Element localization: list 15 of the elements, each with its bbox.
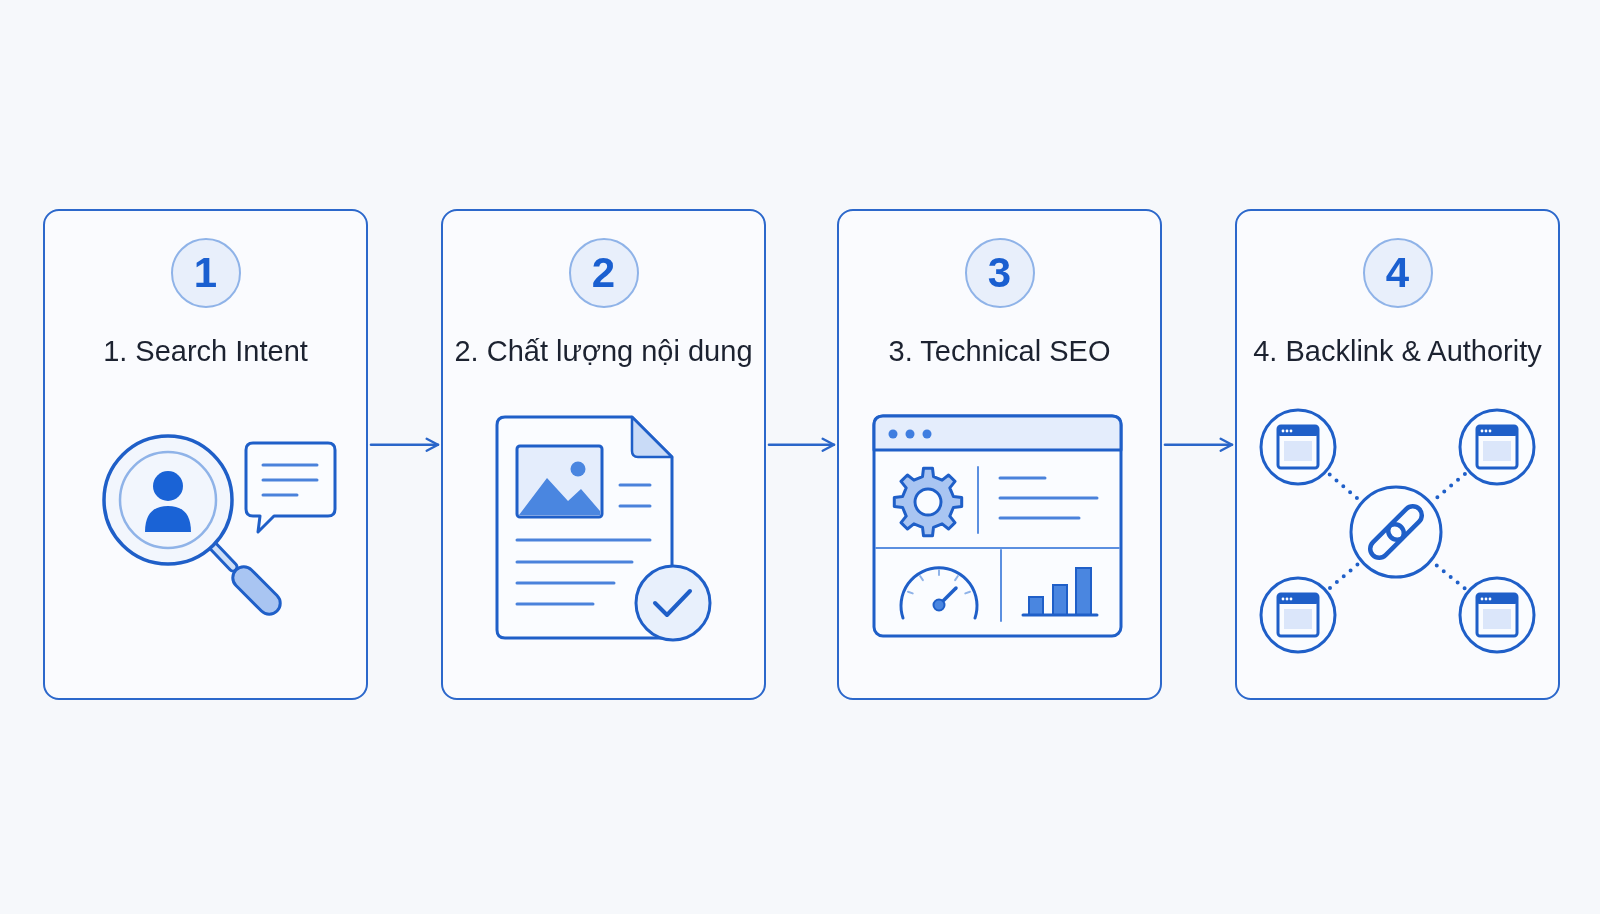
arrow xyxy=(1163,437,1234,452)
step-number: 1 xyxy=(170,238,241,308)
step-title: 2. Chất lượng nội dung xyxy=(454,334,753,369)
arrow xyxy=(369,437,440,452)
step-card xyxy=(43,209,368,700)
step-title: 1. Search Intent xyxy=(103,334,308,369)
step-title: 3. Technical SEO xyxy=(888,334,1111,369)
step-card xyxy=(441,209,766,700)
step-card xyxy=(837,209,1162,700)
step-title: 4. Backlink & Authority xyxy=(1253,334,1542,369)
arrow xyxy=(767,437,836,452)
step-number: 3 xyxy=(964,238,1035,308)
step-number: 4 xyxy=(1362,238,1433,308)
step-number: 2 xyxy=(568,238,639,308)
step-card xyxy=(1235,209,1560,700)
